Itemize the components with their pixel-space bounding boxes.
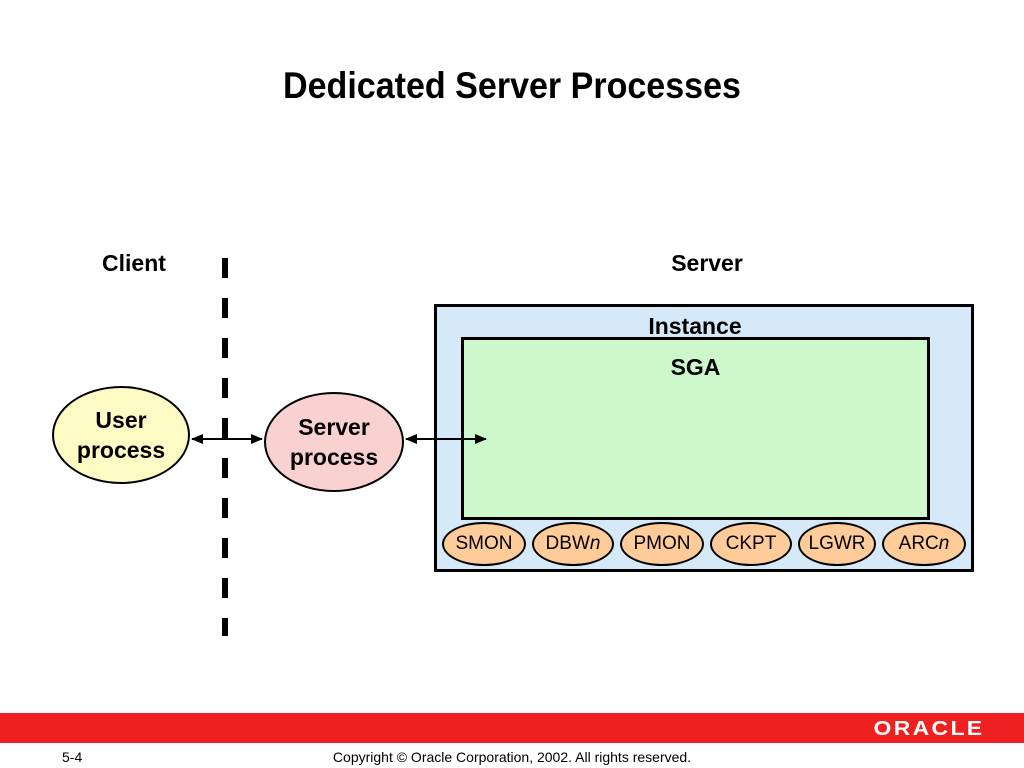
smon-label: SMON xyxy=(455,533,513,554)
oracle-logo: ORACLE xyxy=(873,718,984,740)
instance-label: Instance xyxy=(648,313,742,339)
pmon-label: PMON xyxy=(633,533,691,554)
ckpt-label: CKPT xyxy=(725,533,777,554)
server-process-line2: process xyxy=(289,444,379,470)
sga-label: SGA xyxy=(670,354,721,380)
lgwr-label: LGWR xyxy=(808,533,866,554)
arcn-label: ARC xyxy=(898,533,939,554)
page-number: 5-4 xyxy=(62,749,83,765)
lgwr-process: LGWR xyxy=(798,522,876,566)
footer-bar xyxy=(0,713,1024,743)
client-label: Client xyxy=(102,250,166,276)
sga-box xyxy=(461,337,930,520)
user-process-line2: process xyxy=(76,437,166,463)
server-label: Server xyxy=(671,250,743,276)
pmon-process: PMON xyxy=(620,522,704,566)
dbwn-suffix: n xyxy=(589,533,601,554)
copyright-notice: Copyright © Oracle Corporation, 2002. Al… xyxy=(332,749,692,765)
user-process-node: User process xyxy=(52,386,190,484)
smon-process: SMON xyxy=(442,522,526,566)
dbwn-label: DBW xyxy=(545,533,590,554)
user-process-line1: User xyxy=(95,407,147,433)
slide-title: Dedicated Server Processes xyxy=(283,65,741,106)
arcn-suffix: n xyxy=(938,533,950,554)
server-process-node: Server process xyxy=(264,392,404,492)
ckpt-process: CKPT xyxy=(710,522,792,566)
client-server-divider xyxy=(222,258,228,636)
server-process-line1: Server xyxy=(298,414,370,440)
